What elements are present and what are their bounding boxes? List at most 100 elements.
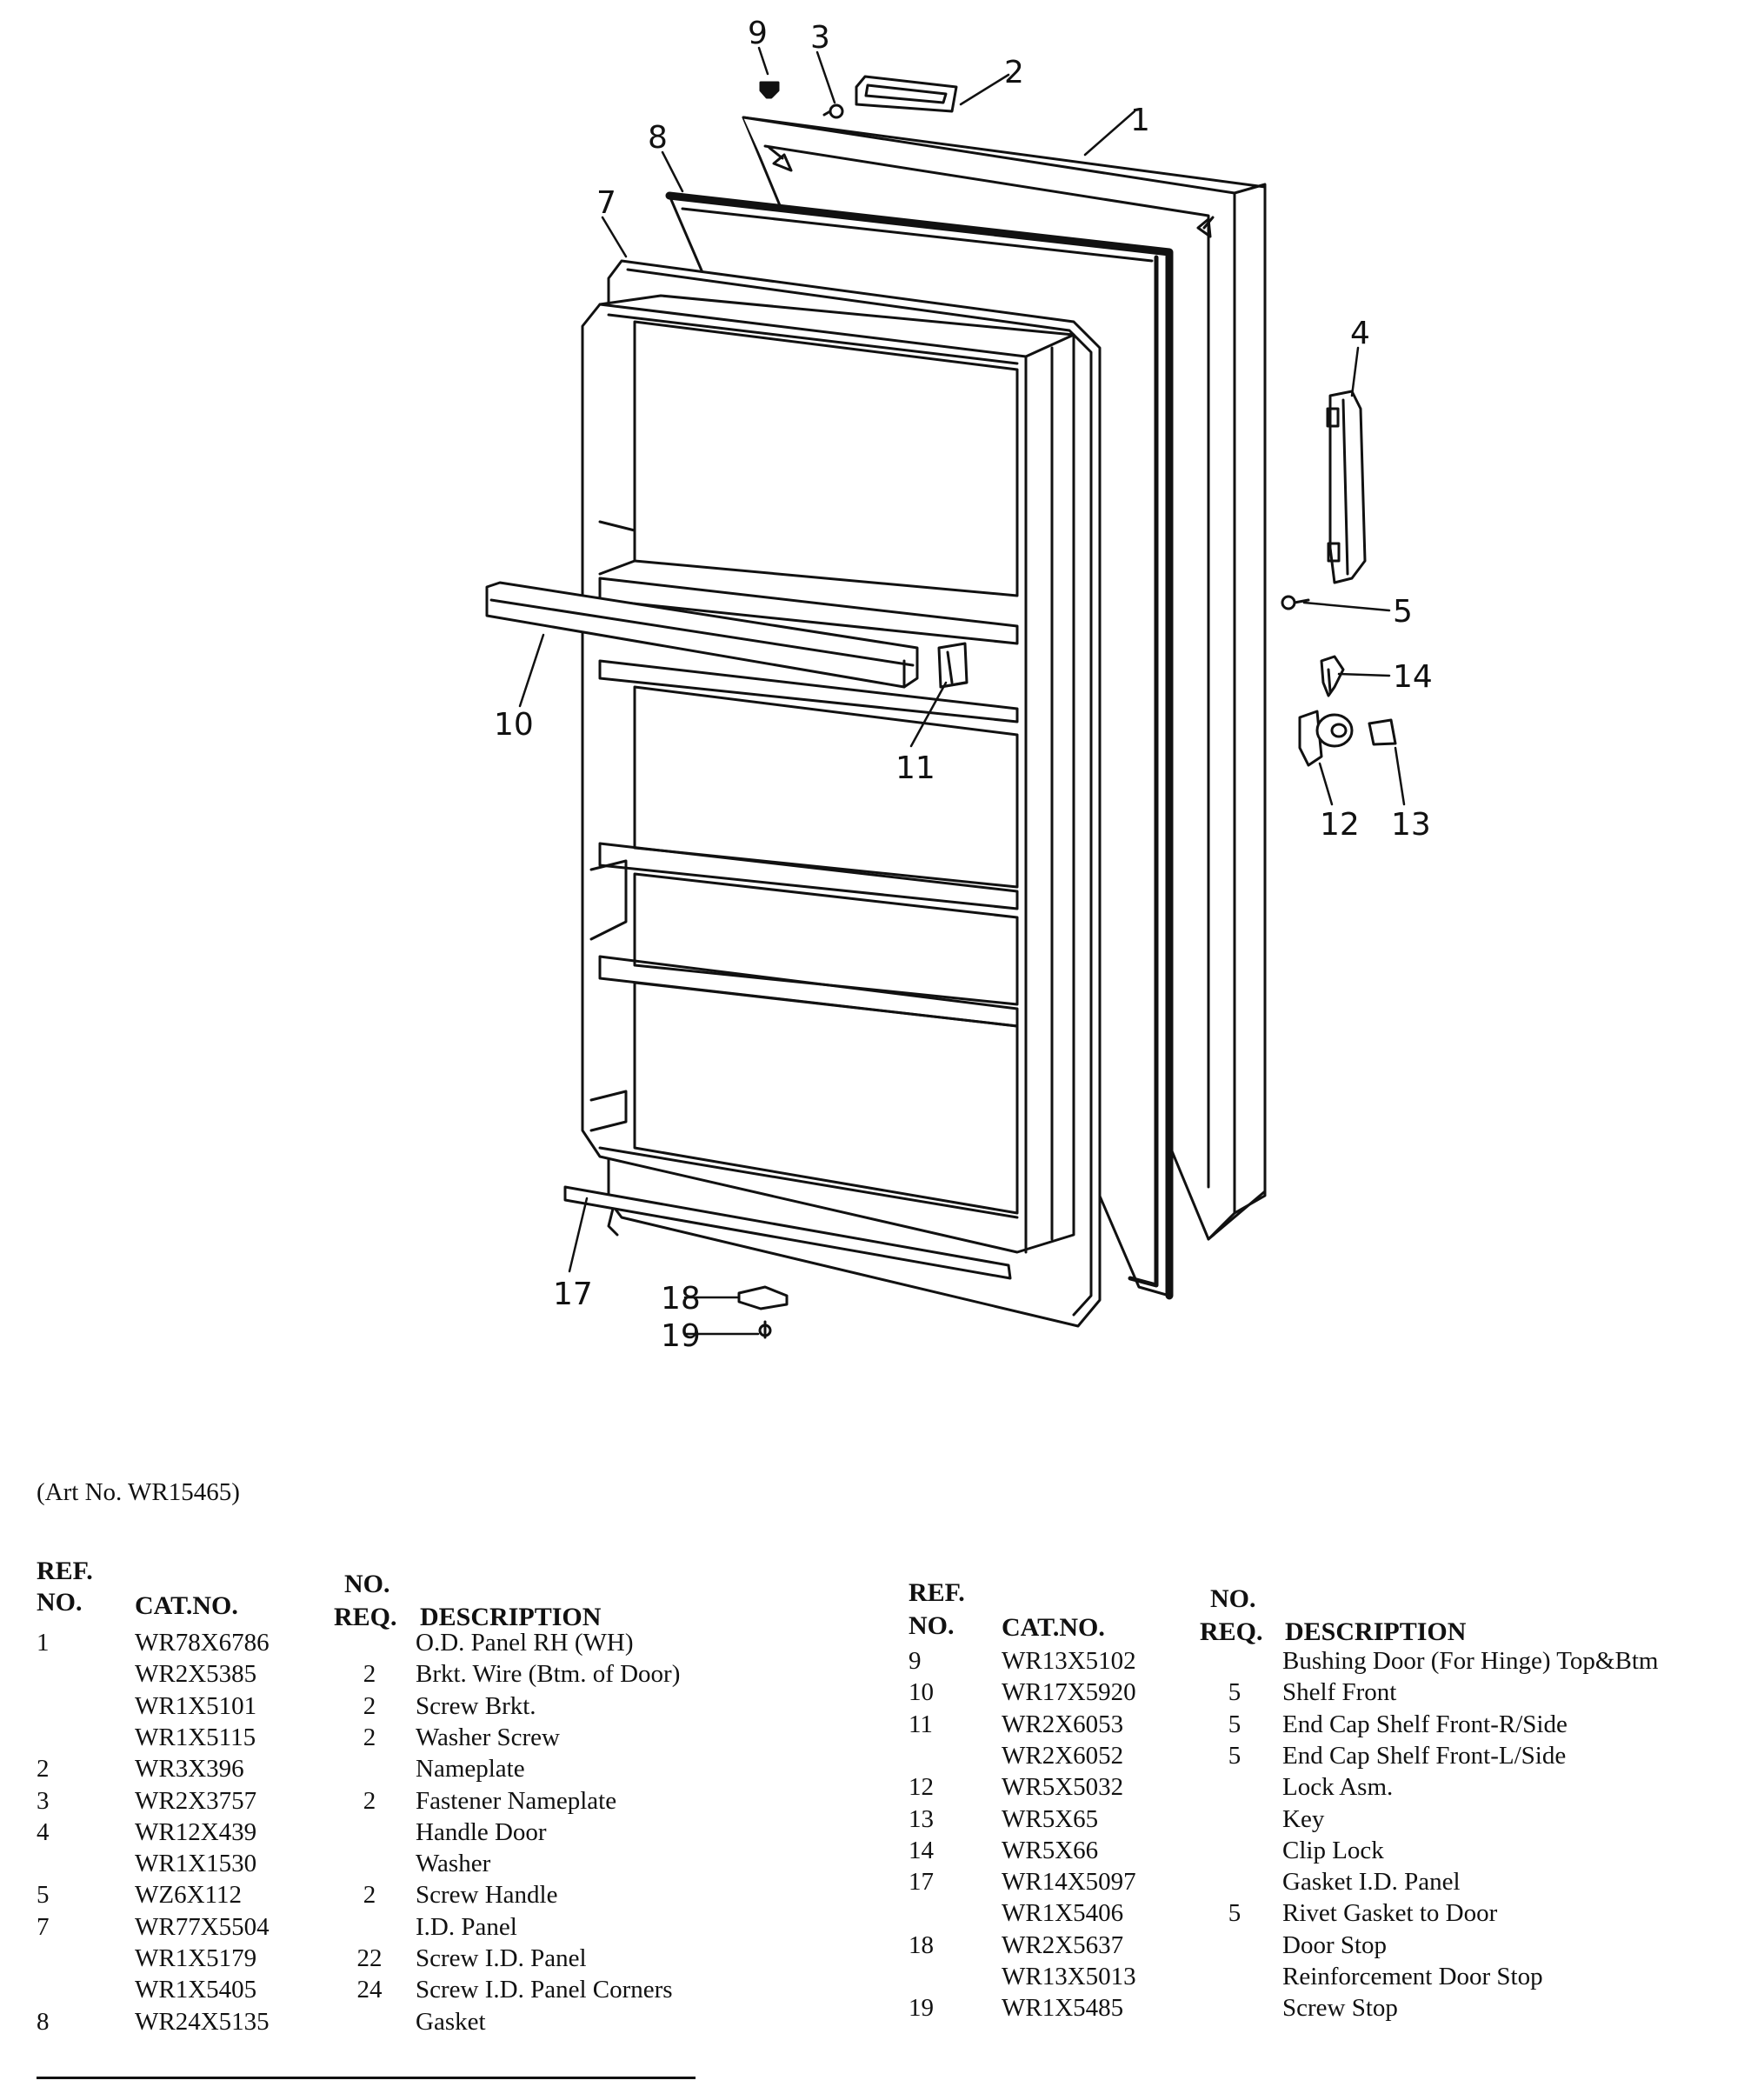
shelf-front xyxy=(485,581,919,689)
parts-cell-req: 5 xyxy=(1228,1741,1241,1770)
parts-cell-desc: Screw I.D. Panel xyxy=(416,1944,587,1972)
parts-cell-cat: WR1X1530 xyxy=(135,1850,257,1878)
parts-cell-req: 24 xyxy=(356,1976,383,2004)
parts-cell-ref: 2 xyxy=(37,1755,50,1784)
parts-cell-ref: 17 xyxy=(909,1868,934,1897)
parts-cell-desc: Screw Handle xyxy=(416,1881,558,1910)
parts-cell-ref: 5 xyxy=(37,1881,50,1910)
parts-cell-desc: Handle Door xyxy=(416,1817,547,1846)
parts-cell-cat: WR2X5385 xyxy=(135,1660,257,1689)
parts-cell-desc: Reinforcement Door Stop xyxy=(1282,1963,1543,1990)
parts-cell-desc: Screw Stop xyxy=(1282,1994,1398,2023)
parts-cell-req: 2 xyxy=(363,1691,376,1720)
parts-cell-cat: WR2X6052 xyxy=(1002,1741,1124,1770)
parts-cell-cat: WR5X65 xyxy=(1002,1804,1099,1833)
right-header-req-2: REQ. xyxy=(1200,1617,1263,1646)
parts-cell-cat: WR14X5097 xyxy=(1002,1868,1136,1897)
parts-cell-ref: 9 xyxy=(909,1647,922,1675)
parts-cell-req: 5 xyxy=(1228,1710,1241,1738)
right-header-ref-1: REF. xyxy=(909,1578,965,1607)
right-header-ref-2: NO. xyxy=(909,1611,955,1640)
callout-17: 17 xyxy=(553,1277,593,1312)
left-header-desc: DESCRIPTION xyxy=(420,1603,602,1631)
parts-cell-cat: WR78X6786 xyxy=(135,1629,270,1657)
parts-cell-cat: WR13X5013 xyxy=(1002,1963,1136,1990)
callout-3: 3 xyxy=(810,20,830,56)
callout-5: 5 xyxy=(1393,594,1413,630)
parts-cell-ref: 14 xyxy=(909,1836,934,1864)
parts-cell-cat: WR1X5405 xyxy=(135,1976,257,2004)
art-number: (Art No. WR15465) xyxy=(37,1478,240,1506)
parts-cell-ref: 10 xyxy=(909,1678,934,1707)
left-header-req-1: NO. xyxy=(344,1570,390,1598)
parts-cell-req: 5 xyxy=(1228,1899,1241,1928)
parts-cell-desc: End Cap Shelf Front-R/Side xyxy=(1282,1710,1568,1738)
parts-cell-desc: Gasket xyxy=(416,2007,486,2036)
parts-cell-cat: WR5X66 xyxy=(1002,1836,1099,1864)
parts-cell-cat: WR77X5504 xyxy=(135,1912,270,1941)
callout-2: 2 xyxy=(1004,55,1024,90)
parts-cell-desc: Nameplate xyxy=(416,1755,525,1784)
parts-cell-desc: Washer Screw xyxy=(416,1723,560,1751)
key xyxy=(1368,718,1397,746)
parts-cell-ref: 3 xyxy=(37,1786,50,1815)
left-header-cat: CAT.NO. xyxy=(135,1591,238,1620)
parts-cell-ref: 12 xyxy=(909,1773,934,1802)
parts-cell-desc: I.D. Panel xyxy=(416,1912,517,1941)
parts-cell-ref: 19 xyxy=(909,1994,934,2023)
callout-8: 8 xyxy=(648,120,668,156)
parts-cell-desc: Brkt. Wire (Btm. of Door) xyxy=(416,1660,681,1689)
callout-10: 10 xyxy=(494,707,534,743)
callout-1: 1 xyxy=(1130,103,1150,138)
right-header-desc: DESCRIPTION xyxy=(1285,1617,1467,1646)
parts-cell-cat: WR1X5485 xyxy=(1002,1994,1124,2023)
parts-cell-cat: WR1X5406 xyxy=(1002,1899,1124,1928)
parts-cell-ref: 4 xyxy=(37,1817,50,1846)
parts-cell-ref: 7 xyxy=(37,1912,50,1941)
parts-cell-desc: Clip Lock xyxy=(1282,1836,1384,1864)
right-header-req-1: NO. xyxy=(1210,1584,1256,1613)
parts-cell-desc: Washer xyxy=(416,1850,491,1878)
parts-cell-desc: Key xyxy=(1282,1804,1325,1833)
lock-assembly xyxy=(1298,710,1354,767)
parts-cell-cat: WR13X5102 xyxy=(1002,1647,1136,1675)
parts-cell-req: 2 xyxy=(363,1660,376,1689)
bottom-rule xyxy=(37,2077,696,2079)
parts-cell-cat: WR5X5032 xyxy=(1002,1773,1124,1802)
callout-12: 12 xyxy=(1320,807,1360,843)
parts-cell-desc: Rivet Gasket to Door xyxy=(1282,1899,1498,1928)
callout-4: 4 xyxy=(1350,316,1370,351)
door-stop xyxy=(737,1285,789,1310)
right-header-cat: CAT.NO. xyxy=(1002,1613,1105,1642)
parts-cell-desc: Lock Asm. xyxy=(1282,1773,1394,1802)
parts-cell-cat: WR24X5135 xyxy=(135,2007,270,2036)
parts-cell-cat: WR3X396 xyxy=(135,1755,244,1784)
fastener-nameplate xyxy=(822,103,844,119)
parts-cell-desc: End Cap Shelf Front-L/Side xyxy=(1282,1741,1567,1770)
parts-cell-ref: 13 xyxy=(909,1804,934,1833)
left-header-req-2: REQ. xyxy=(334,1603,397,1631)
parts-cell-desc: Bushing Door (For Hinge) Top&Btm xyxy=(1282,1647,1659,1675)
parts-cell-desc: Gasket I.D. Panel xyxy=(1282,1868,1461,1897)
parts-cell-cat: WR17X5920 xyxy=(1002,1678,1136,1707)
parts-cell-req: 2 xyxy=(363,1723,376,1751)
parts-cell-desc: Door Stop xyxy=(1282,1930,1388,1959)
parts-cell-ref: 1 xyxy=(37,1629,50,1657)
parts-cell-cat: WR2X6053 xyxy=(1002,1710,1124,1738)
parts-cell-cat: WR1X5179 xyxy=(135,1944,257,1972)
parts-cell-desc: O.D. Panel RH (WH) xyxy=(416,1629,634,1657)
parts-cell-desc: Screw Brkt. xyxy=(416,1691,536,1720)
callout-13: 13 xyxy=(1391,807,1431,843)
parts-cell-ref: 8 xyxy=(37,2007,50,2036)
parts-cell-desc: Shelf Front xyxy=(1282,1678,1397,1707)
left-header-ref-1: REF. xyxy=(37,1557,93,1585)
callout-9: 9 xyxy=(748,16,768,51)
parts-cell-cat: WR1X5115 xyxy=(135,1723,256,1751)
parts-cell-cat: WR2X3757 xyxy=(135,1786,257,1815)
callout-19: 19 xyxy=(661,1318,701,1354)
parts-cell-cat: WZ6X112 xyxy=(135,1881,242,1910)
callout-11: 11 xyxy=(895,750,935,786)
leader-lines xyxy=(518,46,1406,1336)
parts-cell-ref: 11 xyxy=(909,1710,933,1738)
screw-handle xyxy=(1281,595,1310,610)
